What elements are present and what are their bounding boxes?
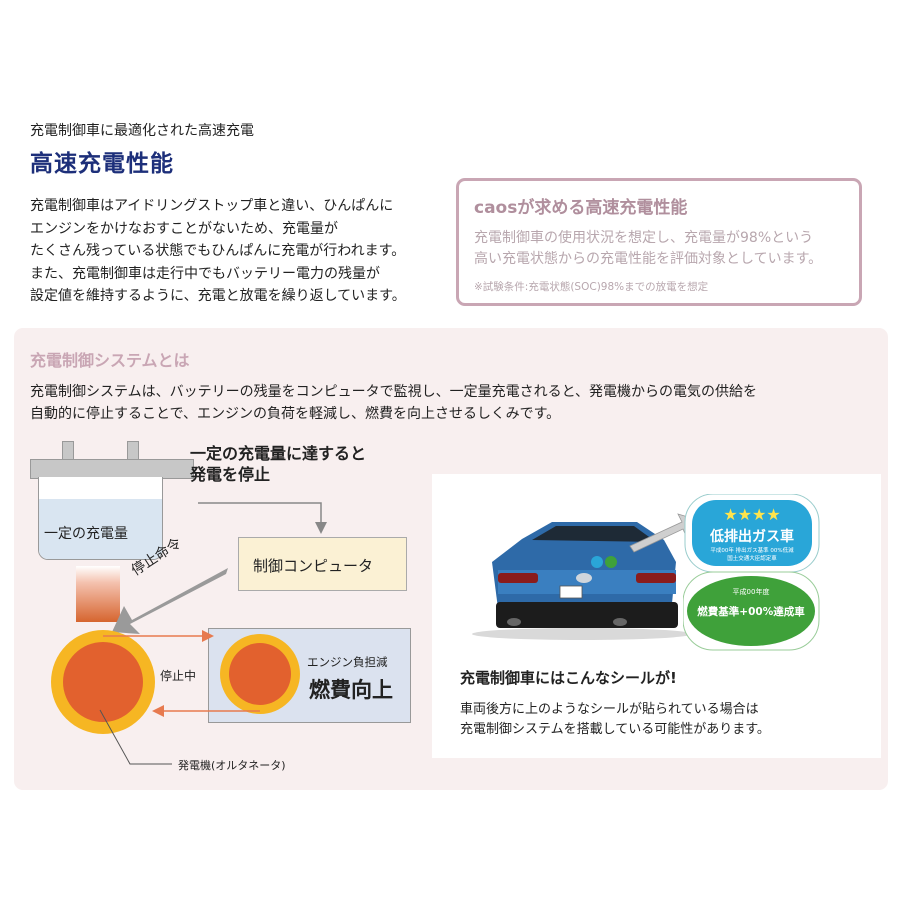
sticker-title: 充電制御車にはこんなシールが! [460, 669, 677, 687]
sticker2-overlay-text: 燃費基準+00%達成車 [697, 605, 805, 618]
system-title: 充電制御システムとは [30, 351, 190, 370]
intro-text: 充電制御車はアイドリングストップ車と違い、ひんぱんに エンジンをかけなおすことが… [30, 198, 406, 304]
sticker1-overlay-text: 低排出ガス車 [709, 528, 794, 545]
battery-terminal-left [62, 441, 74, 462]
battery-terminal-right [127, 441, 139, 462]
sticker2-overlay-top: 平成00年度 [733, 587, 770, 596]
callout-title: caosが求める高速充電性能 [474, 198, 688, 218]
sticker-overlay: ★★★★ 低排出ガス車 平成00年 排出ガス基準 00%低減 国土交通大臣認定車… [683, 494, 820, 651]
section-subtitle: 充電制御車に最適化された高速充電 [30, 123, 254, 139]
battery-cap [30, 459, 194, 479]
alternator-label: 発電機(オルタネータ) [178, 759, 286, 772]
svg-text:★★★★: ★★★★ [723, 505, 780, 524]
callout-body: 充電制御車の使用状況を想定し、充電量が98%という 高い充電状態からの充電性能を… [474, 230, 823, 267]
heat-gradient-icon [76, 566, 120, 622]
fuel-efficiency-label: 燃費向上 [309, 678, 393, 702]
battery-icon [38, 477, 163, 560]
sticker-caption: 車両後方に上のようなシールが貼られている場合は 充電制御システムを搭載している可… [460, 702, 770, 737]
control-computer-box [238, 537, 407, 591]
battery-label: 一定の充電量 [44, 526, 128, 542]
engine-load-label: エンジン負担減 [307, 655, 388, 669]
stopping-label: 停止中 [160, 669, 197, 683]
battery-charge-level [39, 499, 162, 559]
system-description: 充電制御システムは、バッテリーの残量をコンピュータで監視し、一定量充電されると、… [30, 384, 758, 422]
control-computer-label: 制御コンピュータ [253, 557, 374, 575]
callout-box [456, 178, 862, 306]
sticker1-overlay-small: 平成00年 排出ガス基準 00%低減 [710, 546, 794, 554]
sticker1-overlay-small2: 国土交通大臣認定車 [727, 554, 777, 562]
stop-condition-text: 一定の充電量に達すると 発電を停止 [190, 444, 367, 484]
car-rear-icon [472, 513, 699, 640]
callout-note: ※試験条件:充電状態(SOC)98%までの放電を想定 [474, 281, 709, 293]
section-title: 高速充電性能 [30, 151, 174, 177]
